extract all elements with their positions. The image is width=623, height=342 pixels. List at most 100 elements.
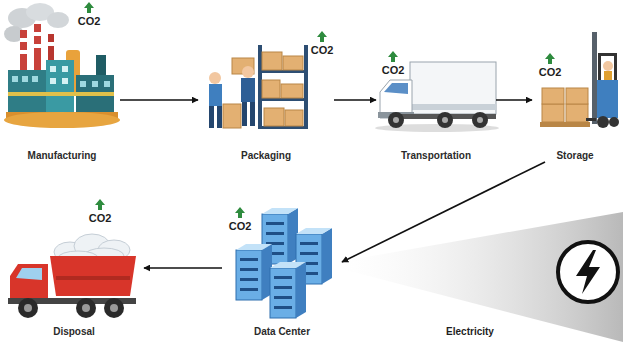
packaging-illustration-part — [250, 102, 255, 126]
stage-packaging: Packaging — [198, 22, 334, 162]
forklift-storage-part — [592, 32, 597, 124]
forklift-storage-part — [614, 55, 617, 80]
forklift-storage-part — [604, 71, 612, 81]
flow-arrow — [342, 162, 545, 262]
packaging-illustration-part — [262, 52, 282, 70]
electricity-beam — [338, 212, 623, 342]
delivery-truck-part — [393, 117, 399, 123]
factory-illustration-part — [48, 42, 54, 46]
packaging-illustration-part — [209, 72, 221, 84]
packaging-illustration-part — [209, 106, 214, 128]
server-racks-part — [296, 228, 332, 234]
forklift-storage-part — [609, 117, 619, 127]
stage-transportation: Transportation — [376, 40, 496, 162]
factory-illustration-part — [104, 81, 110, 87]
stage-manufacturing: Manufacturing — [4, 8, 120, 162]
server-racks-part — [274, 306, 292, 309]
server-racks-part — [300, 242, 318, 245]
delivery-truck-part — [410, 62, 496, 114]
factory-illustration-part — [32, 76, 38, 82]
flow-arrow — [496, 99, 532, 101]
co2-label: CO2 — [89, 212, 112, 225]
dump-truck-part — [82, 304, 90, 312]
server-racks-part — [266, 222, 284, 225]
packaging-illustration-part — [223, 104, 241, 128]
lightning-symbol-part — [558, 242, 618, 302]
server-racks-part — [300, 252, 318, 255]
forklift-storage-part — [597, 80, 618, 118]
co2-label: CO2 — [382, 64, 405, 77]
packaging-illustration-part — [281, 84, 303, 98]
emission-arrows-part — [95, 199, 105, 210]
forklift-storage-part — [586, 118, 596, 121]
lightning-symbol — [558, 242, 618, 302]
server-racks-part — [274, 286, 292, 289]
co2-label: CO2 — [229, 220, 252, 233]
packaging-illustration-part — [242, 102, 247, 126]
factory-illustration-part — [50, 66, 56, 72]
delivery-truck-part — [384, 83, 408, 94]
stage-label-group: Disposal — [4, 325, 144, 338]
stage-label-group: Storage — [532, 149, 618, 162]
stage-label: Transportation — [376, 149, 496, 162]
server-racks-part — [236, 250, 262, 300]
server-racks-part — [274, 276, 292, 279]
factory-illustration-part — [34, 44, 41, 48]
factory-illustration-part — [20, 38, 27, 42]
forklift-storage-part — [603, 61, 613, 71]
flow-arrow — [120, 99, 198, 101]
packaging-illustration-part — [304, 45, 308, 128]
factory-illustration-part — [22, 76, 28, 82]
factory-illustration-part — [34, 32, 41, 36]
forklift-storage-part — [540, 122, 590, 127]
packaging-illustration-part — [264, 108, 284, 126]
dump-truck-part — [18, 298, 38, 318]
delivery-truck-part — [388, 112, 404, 128]
factory-illustration-part — [46, 60, 74, 115]
server-racks-part — [236, 244, 272, 250]
emission-arrows-part — [84, 2, 94, 13]
delivery-truck-part — [410, 104, 496, 110]
factory-illustration-part — [50, 78, 56, 84]
packaging-illustration-part — [242, 66, 254, 78]
co2-label: CO2 — [78, 15, 101, 28]
factory-illustration-part — [96, 55, 106, 77]
packaging-illustration — [209, 45, 308, 129]
delivery-truck-part — [477, 117, 483, 123]
packaging-illustration-part — [262, 80, 280, 98]
server-racks-part — [266, 232, 284, 235]
server-racks-part — [296, 262, 306, 318]
packaging-illustration-part — [283, 56, 303, 70]
emission-arrows-part — [235, 207, 245, 218]
forklift-storage-part — [566, 104, 588, 122]
forklift-storage-part — [542, 104, 564, 122]
server-racks-part — [240, 278, 258, 281]
factory-illustration-part — [92, 81, 98, 87]
dump-truck-part — [16, 268, 42, 280]
server-racks-part — [262, 208, 298, 214]
stage-label-group: Data Center — [222, 325, 342, 338]
electricity-beam-part — [338, 212, 623, 342]
stage-label: Packaging — [198, 149, 334, 162]
factory-illustration-part — [20, 50, 27, 54]
factory-illustration-part — [47, 12, 69, 28]
lightning-symbol-part — [576, 250, 600, 294]
emission-arrows-part — [317, 31, 327, 42]
stage-label: Manufacturing — [4, 149, 120, 162]
server-racks-part — [270, 268, 296, 318]
packaging-illustration-part — [258, 45, 262, 128]
stage-storage: Storage — [532, 30, 618, 162]
factory-illustration-part — [80, 81, 86, 87]
stage-label: Disposal — [4, 325, 144, 338]
server-racks-part — [322, 228, 332, 284]
forklift-storage-part — [597, 116, 609, 128]
dump-truck-part — [10, 264, 48, 300]
packaging-illustration-part — [241, 78, 255, 102]
dump-truck-part — [76, 298, 96, 318]
co2-label: CO2 — [311, 44, 334, 57]
forklift-storage-part — [598, 53, 617, 56]
delivery-truck — [375, 62, 499, 132]
factory-illustration-part — [8, 92, 114, 96]
